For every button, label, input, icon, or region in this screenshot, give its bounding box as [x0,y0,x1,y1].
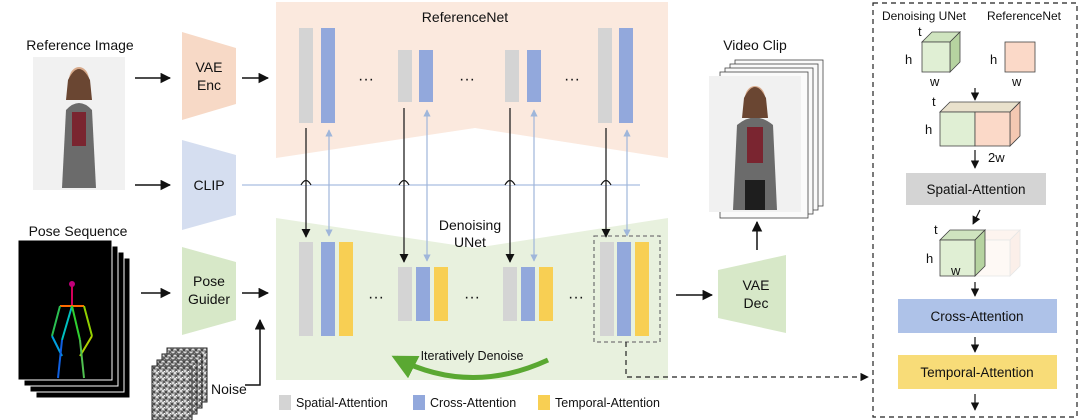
detail-panel-border [872,2,1078,418]
detail-temporal-attention-box [898,355,1057,389]
clip-block [182,140,236,230]
pose-guider-label-line2: Guider [188,291,230,307]
vae-enc-block [182,32,236,120]
reference-feature-square [1004,41,1036,73]
detail-temporal-attention-label: Temporal-Attention [920,365,1033,380]
detail-denoising-unet-title: Denoising UNet [882,9,967,23]
noise-stack [151,347,208,420]
cube2-dim-h: h [925,122,932,137]
legend-label-cross: Cross-Attention [430,396,516,410]
reference-image-label: Reference Image [26,37,134,53]
cube3-dim-t: t [934,222,938,237]
refnet-block-group-2 [398,50,433,102]
unet-block-group-3 [503,267,553,321]
iterative-denoise-label: Iteratively Denoise [421,349,524,363]
reference-image [33,57,125,190]
detail-spatial-attention-label: Spatial-Attention [926,182,1025,197]
pose-sequence [17,239,131,399]
pose-guider-label-line1: Pose [193,273,225,289]
refnet-ellipsis-3: ··· [564,71,580,88]
reference-net-title: ReferenceNet [422,9,508,25]
noise-label: Noise [211,381,247,397]
detail-cross-attention-label: Cross-Attention [930,309,1023,324]
video-clip-stack [709,59,824,219]
vae-dec-label-line1: VAE [743,277,770,293]
cube3-dim-h: h [926,251,933,266]
cube2-dim-t: t [932,94,936,109]
denoising-unet-shape [276,218,668,380]
cube3-dim-w: w [950,263,961,278]
ref-square-dim-h: h [990,52,997,67]
cube1-dim-h: h [905,52,912,67]
legend-swatch-cross [413,395,425,410]
legend-label-spatial: Spatial-Attention [296,396,388,410]
unet-block-group-4 [600,242,649,336]
reference-net-shape [276,2,668,158]
detail-arrow-3 [972,209,981,225]
unet-ellipsis-3: ··· [568,289,584,306]
unet-block-group-1 [299,242,353,336]
cube1-dim-t: t [918,24,922,39]
pose-guider-block [182,247,236,335]
vae-enc-label-line1: VAE [196,59,223,75]
vae-dec-block [718,255,786,333]
refnet-block-group-1 [299,28,335,123]
vae-dec-label-line2: Dec [744,295,769,311]
refnet-ellipsis-2: ··· [459,71,475,88]
cube2-dim-2w: 2w [988,150,1005,165]
attended-feature-cube [939,229,986,277]
iterative-denoise-arrow [391,355,550,380]
ref-square-dim-w: w [1011,74,1022,89]
legend-swatch-temporal [538,395,550,410]
detail-connector [625,342,869,382]
arrow-noise-to-unet [245,318,266,386]
unet-block-group-2 [398,267,448,321]
unet-ellipsis-1: ··· [368,289,384,306]
denoising-unet-title-line2: UNet [454,234,486,250]
unet-feature-cube [921,31,961,73]
refnet-block-group-3 [505,50,541,102]
pose-sequence-label: Pose Sequence [29,223,128,239]
concat-feature-cube [939,101,1021,147]
refnet-block-group-4 [598,28,633,123]
denoising-unet-title-line1: Denoising [439,217,501,233]
legend-label-temporal: Temporal-Attention [555,396,660,410]
unet-ellipsis-2: ··· [464,289,480,306]
refnet-ellipsis-1: ··· [358,71,374,88]
unet-highlight-box [593,235,661,343]
detail-reference-net-title: ReferenceNet [987,9,1062,23]
clip-label: CLIP [193,177,224,193]
detail-spatial-attention-box [906,173,1046,205]
legend-swatch-spatial [279,395,291,410]
cube1-dim-w: w [929,74,940,89]
vae-enc-label-line2: Enc [197,77,221,93]
video-clip-label: Video Clip [723,37,787,53]
detail-cross-attention-box [898,299,1057,333]
